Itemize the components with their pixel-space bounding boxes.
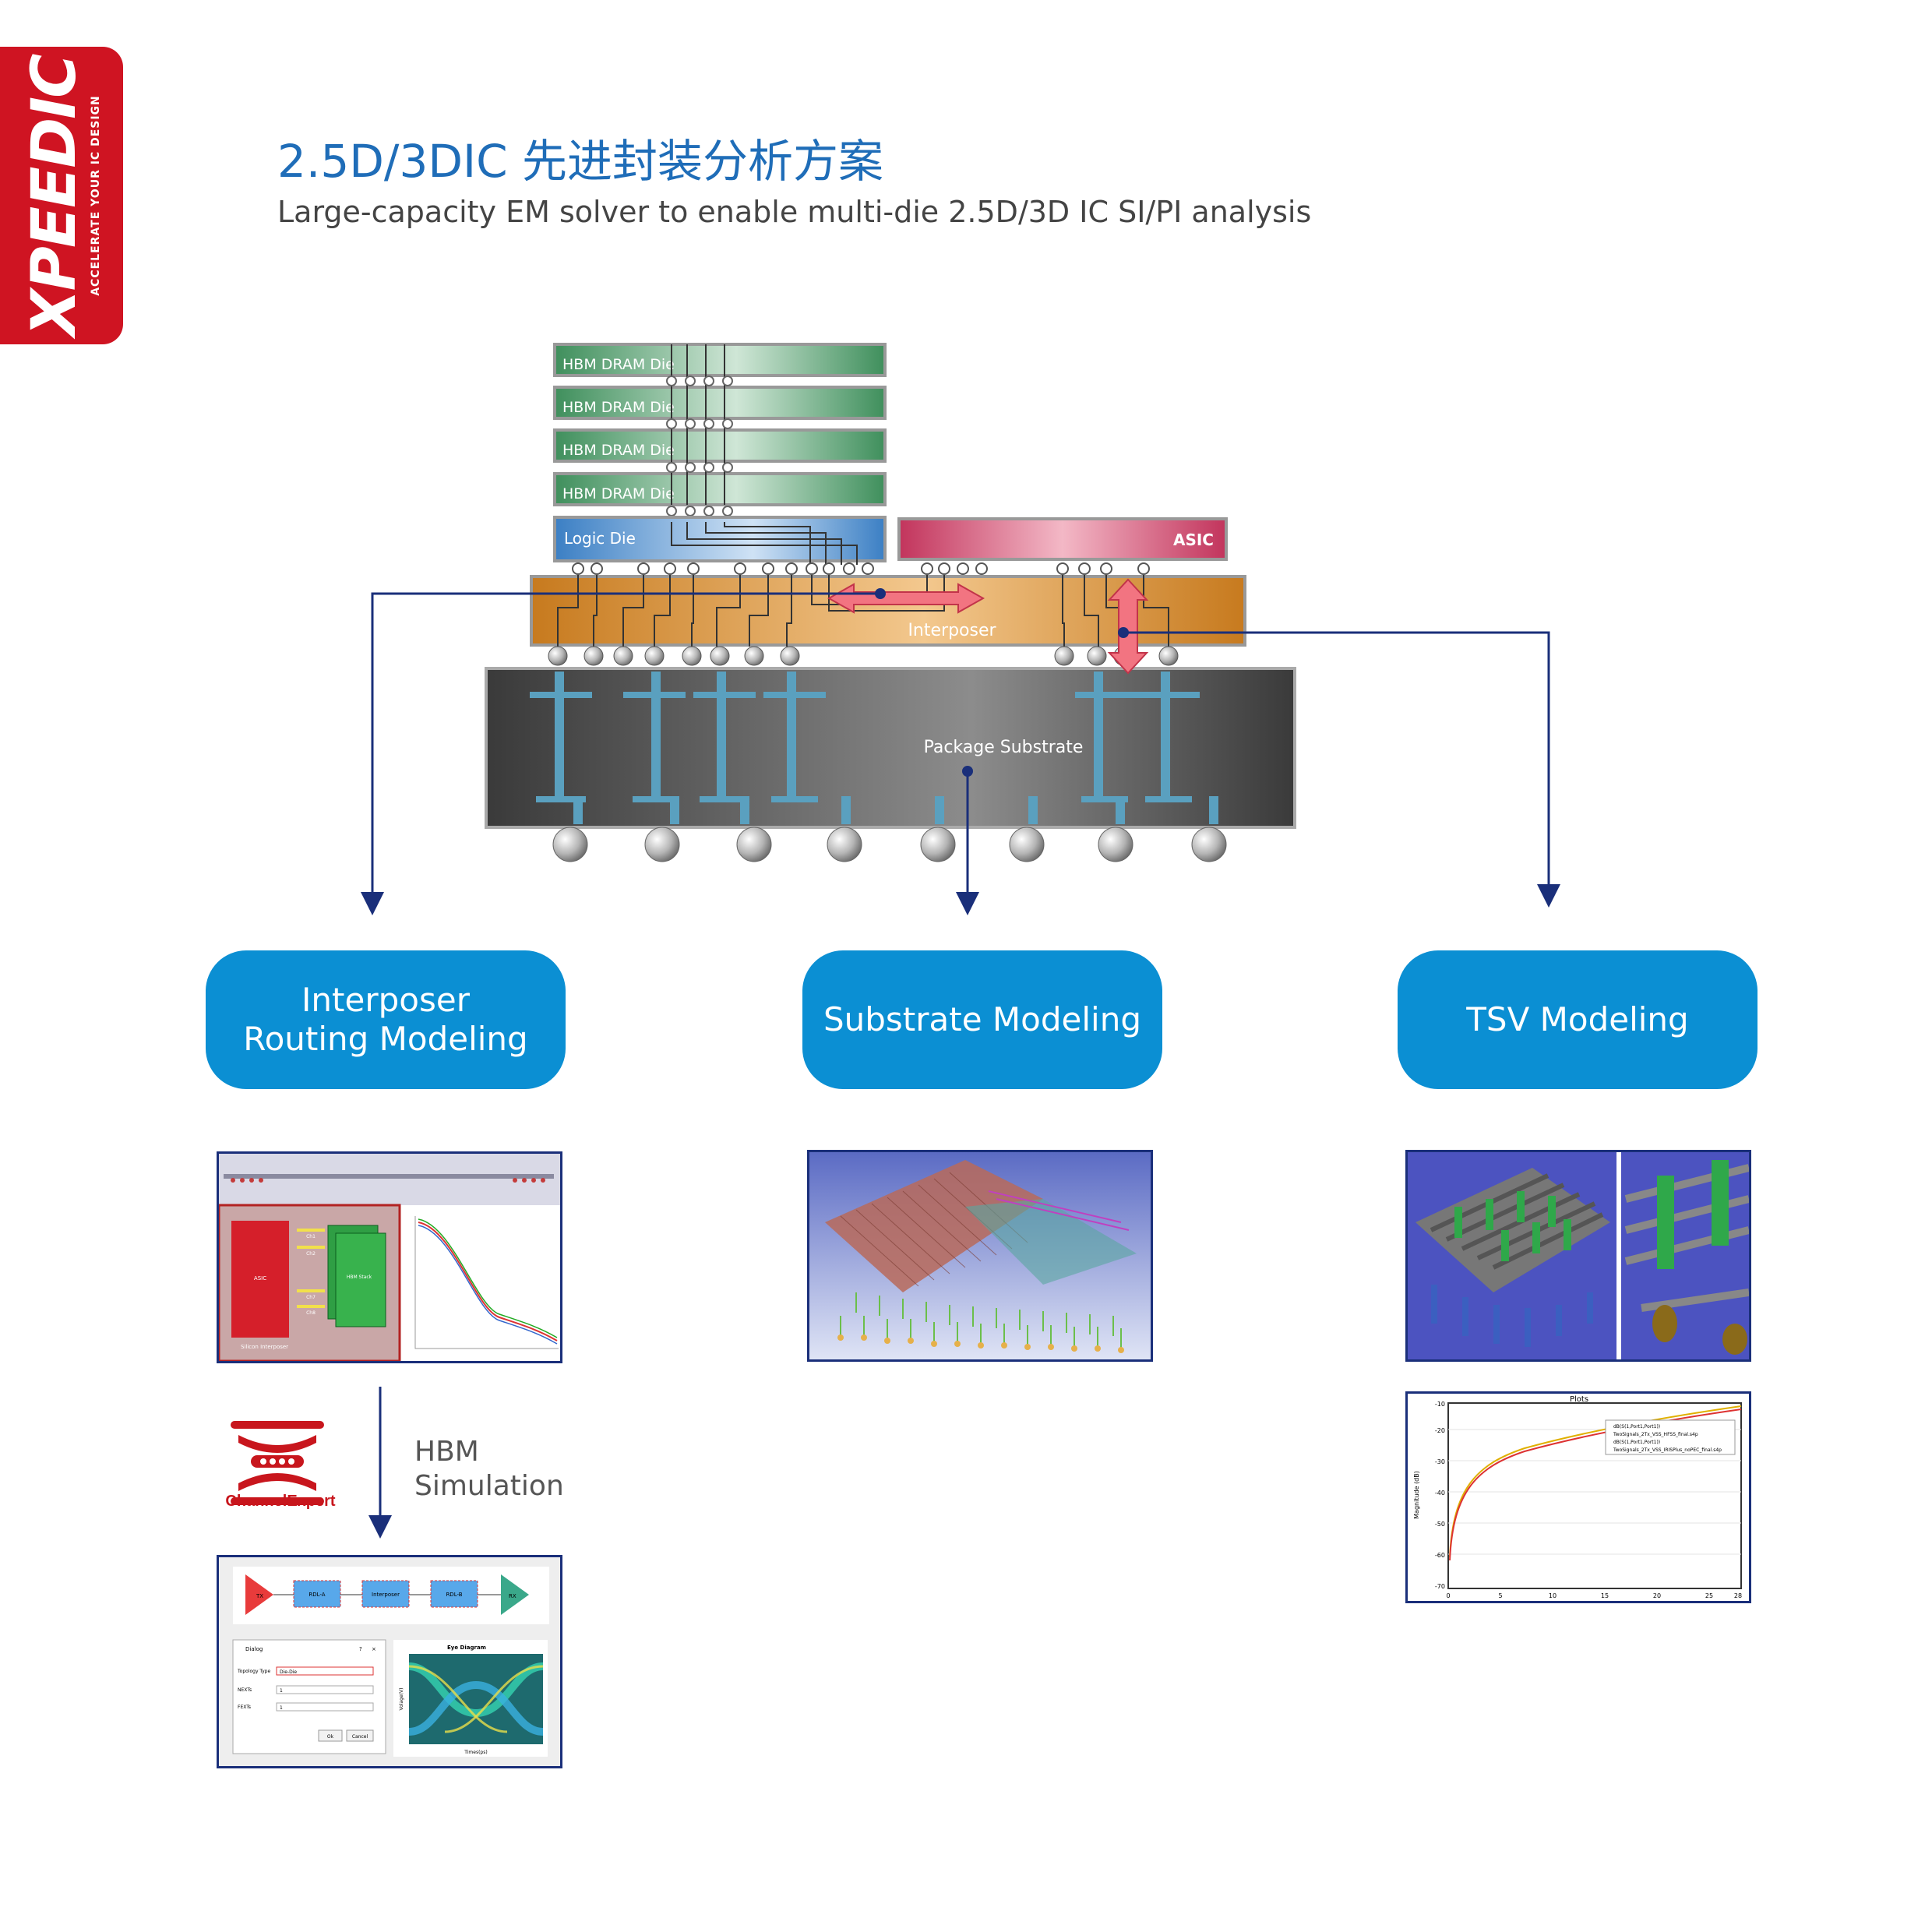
sim-interposer: Interposer: [372, 1592, 400, 1598]
tsv-ytick-4: -40: [1435, 1490, 1445, 1497]
eye-xlabel: Times(ps): [464, 1750, 487, 1755]
hbm-sim-line2: Simulation: [414, 1470, 564, 1502]
sim-rdl-a: RDL-A: [308, 1592, 325, 1598]
eye-ylabel: Volage(V): [399, 1688, 404, 1711]
tsv-xtick-1: 0: [1446, 1592, 1450, 1599]
hbm-die-label-4: HBM DRAM Die: [562, 485, 675, 502]
substrate-card-label: Substrate Modeling: [823, 1000, 1141, 1038]
hbm-die-label-3: HBM DRAM Die: [562, 442, 675, 459]
substrate-label: Package Substrate: [924, 738, 1084, 757]
tsv-legend-1: dB(S(1,Port1,Port1)): [1613, 1424, 1660, 1430]
hbm-die-3: [553, 428, 887, 463]
interposer-routing-card[interactable]: Interposer Routing Modeling: [206, 950, 566, 1089]
substrate-modeling-card[interactable]: Substrate Modeling: [802, 950, 1162, 1089]
vertical-tsv-arrow: [1107, 578, 1149, 675]
arrow-to-tsv: [1125, 631, 1560, 908]
tsv-card-label: TSV Modeling: [1466, 1000, 1689, 1038]
interposer-routing-figure: ASIC HBM Stack Ch1 Ch2 Ch7 Ch8 Silicon I…: [219, 1154, 560, 1361]
connector-arrows: [361, 592, 1560, 1539]
sim-topology-label: Topology Type: [237, 1669, 270, 1674]
channel-expert-logo-icon: [231, 1421, 324, 1505]
substrate-3d-figure: [809, 1152, 1151, 1359]
tsv-plot-thumbnail: Plots -10 -20 -30 -40 -50 -60 -70 0 5 10…: [1405, 1391, 1751, 1603]
tsv-xtick-7: 28: [1734, 1592, 1742, 1599]
thumb-hbm-label: HBM Stack: [347, 1274, 372, 1280]
tsv-plot-figure: Plots -10 -20 -30 -40 -50 -60 -70 0 5 10…: [1413, 1395, 1742, 1599]
horizontal-signal-arrow: [827, 583, 985, 614]
tsv-xtick-2: 5: [1498, 1592, 1502, 1599]
sim-fext-label: FEXTs: [238, 1705, 251, 1710]
connector-dots: [875, 588, 1129, 777]
tsv-legend-3: dB(S(1,Port1,Port1)): [1613, 1440, 1660, 1445]
sim-dialog-close: ×: [372, 1646, 376, 1652]
sim-tx: TX: [256, 1593, 263, 1599]
tsv-ytick-5: -50: [1435, 1521, 1445, 1528]
tsv-plot-ylabel: Magnitude (dB): [1413, 1471, 1420, 1519]
interposer-card-line1: Interposer: [301, 981, 470, 1019]
sim-topology-value: Die-Die: [280, 1669, 297, 1675]
hbm-die-label-2: HBM DRAM Die: [562, 399, 675, 416]
interposer-label: Interposer: [908, 621, 996, 640]
sim-ok-button: Ok: [327, 1734, 334, 1740]
tsv-xtick-3: 10: [1549, 1592, 1557, 1599]
hbm-die-stack: HBM DRAM Die HBM DRAM Die HBM DRAM Die H…: [553, 343, 887, 516]
hbm-microbumps: [666, 375, 733, 516]
thumb-asic-label: ASIC: [254, 1275, 266, 1282]
tsv-legend-2: TwoSignals_2Tx_VSS_HFSS_final.s4p: [1613, 1432, 1698, 1437]
tsv-legend-4: TwoSignals_2Tx_VSS_IRISPlus_noPEC_final.…: [1613, 1447, 1722, 1453]
substrate-modeling-thumbnail: [807, 1150, 1153, 1362]
c4-bumps: [548, 646, 1179, 666]
tsv-xtick-5: 20: [1653, 1592, 1661, 1599]
channel-expert-label: ChannelExpert: [225, 1493, 336, 1510]
hbm-die-1: [553, 343, 887, 377]
asic-label: ASIC: [1173, 531, 1214, 549]
tsv-3d-figure: [1408, 1152, 1749, 1359]
tsv-ytick-1: -10: [1435, 1401, 1445, 1408]
eye-diagram-title: Eye Diagram: [447, 1645, 486, 1651]
tsv-plot-title: Plots: [1570, 1395, 1588, 1404]
sim-next-label: NEXTs: [238, 1687, 252, 1693]
thumb-ch1: Ch1: [306, 1234, 316, 1239]
hbm-simulation-thumbnail: TX RDL-A Interposer RDL-B RX Dialog ? × …: [217, 1555, 562, 1768]
thumb-ch7: Ch7: [306, 1295, 316, 1300]
tsv-modeling-thumbnail: [1405, 1150, 1751, 1362]
hbm-simulation-figure: TX RDL-A Interposer RDL-B RX Dialog ? × …: [219, 1557, 560, 1766]
interposer-microbumps: [572, 562, 1150, 575]
sim-fext-value: 1: [280, 1705, 283, 1711]
hbm-simulation-label: HBM Simulation: [414, 1435, 564, 1504]
hbm-die-2: [553, 386, 887, 420]
bga-balls: [552, 827, 1227, 862]
tsv-ytick-3: -30: [1435, 1458, 1445, 1465]
tsv-modeling-card[interactable]: TSV Modeling: [1398, 950, 1757, 1089]
red-arrows: [827, 578, 1149, 675]
tsv-ytick-7: -70: [1435, 1583, 1445, 1590]
logic-die-routes: [671, 522, 858, 565]
brand-tab: XPEEDIC ACCELERATE YOUR IC DESIGN: [0, 47, 123, 344]
tsv-xtick-4: 15: [1601, 1592, 1609, 1599]
asic-die: [897, 517, 1228, 561]
sim-dialog-title: Dialog: [245, 1646, 263, 1652]
tsv-xtick-6: 25: [1705, 1592, 1713, 1599]
hbm-sim-line1: HBM: [414, 1436, 479, 1468]
interposer-routing-thumbnail: ASIC HBM Stack Ch1 Ch2 Ch7 Ch8 Silicon I…: [217, 1151, 562, 1363]
hbm-die-label-1: HBM DRAM Die: [562, 356, 675, 373]
sim-dialog-help: ?: [359, 1646, 362, 1652]
logic-die-label: Logic Die: [564, 529, 636, 548]
thumb-silicon-label: Silicon Interposer: [241, 1344, 288, 1350]
page-subtitle: Large-capacity EM solver to enable multi…: [277, 195, 1312, 229]
sim-next-value: 1: [280, 1688, 283, 1694]
tsv-ytick-2: -20: [1435, 1427, 1445, 1434]
substrate-vias: [530, 672, 1218, 824]
arrow-to-interposer: [361, 592, 879, 915]
thumb-ch2: Ch2: [306, 1251, 316, 1257]
tsv-ytick-6: -60: [1435, 1552, 1445, 1559]
interposer-card-line2: Routing Modeling: [243, 1020, 528, 1058]
sim-rdl-b: RDL-B: [446, 1592, 462, 1598]
thumb-ch8: Ch8: [306, 1310, 316, 1316]
page-title: 2.5D/3DIC 先进封装分析方案: [277, 135, 884, 188]
sim-rx: RX: [509, 1593, 516, 1599]
sim-cancel-button: Cancel: [352, 1734, 368, 1740]
hbm-die-4: [553, 472, 887, 506]
